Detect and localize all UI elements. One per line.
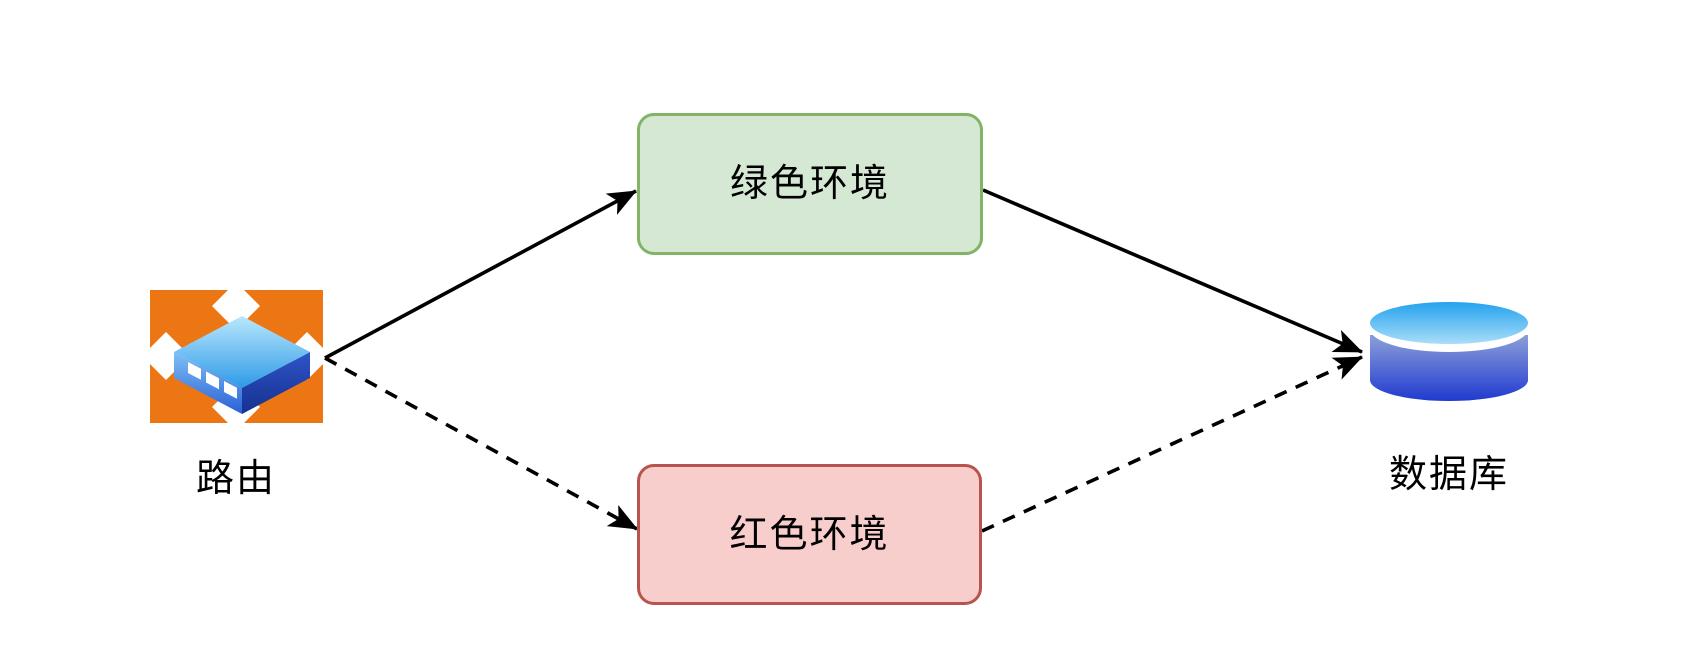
- router-icon: [142, 282, 331, 431]
- edge-red-env-to-database: [981, 355, 1363, 533]
- edge-router-to-red-env: [324, 356, 638, 531]
- edge-green-env-to-database: [982, 188, 1363, 354]
- database-node: [1370, 301, 1528, 403]
- database-label: 数据库: [1388, 454, 1509, 496]
- red-environment-label: 红色环境: [729, 513, 890, 556]
- database-icon: [1370, 302, 1528, 401]
- router-node: [142, 282, 331, 431]
- edge-router-to-green-env: [324, 189, 637, 360]
- router-label: 路由: [195, 458, 276, 500]
- node-red-environment: 红色环境: [637, 464, 982, 605]
- green-environment-label: 绿色环境: [729, 163, 890, 205]
- node-green-environment: 绿色环境: [637, 113, 983, 255]
